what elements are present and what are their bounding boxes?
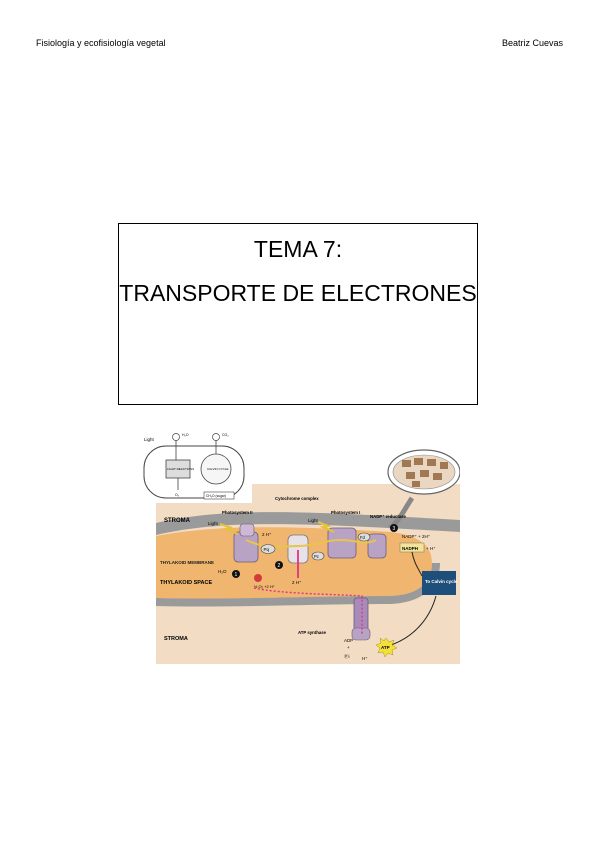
pi-label: Ⓟi <box>344 653 350 660</box>
step2-marker <box>275 561 283 569</box>
pq-carrier <box>260 544 276 554</box>
inset-co2-label: CO₂ <box>222 433 229 437</box>
light-bolt-ps1 <box>317 520 335 534</box>
inset-light-label: Light <box>144 437 155 442</box>
to-calvin-box <box>422 571 456 595</box>
nadph-arrow <box>411 551 423 577</box>
proton-gradient-line <box>253 587 363 634</box>
plus-label: + <box>347 645 350 650</box>
nadph-label: NADPH <box>402 546 418 551</box>
inset-sugar-label: CH₂O (sugar) <box>206 494 226 498</box>
header-left: Fisiología y ecofisiología vegetal <box>36 38 166 48</box>
photosystem1-label: Photosystem I <box>331 510 360 515</box>
light2-label: Light <box>308 518 319 523</box>
atp-synthase-label: ATP synthase <box>298 630 327 635</box>
membrane-top <box>156 512 460 535</box>
pq-label: Pq <box>264 547 270 552</box>
step3-marker <box>390 524 398 532</box>
cytochrome-label: Cytochrome complex <box>275 496 319 501</box>
fd-label: Fd <box>360 535 366 540</box>
atp-synthase <box>351 597 371 641</box>
atp-burst <box>375 637 398 658</box>
electron-transport-figure: Light H₂O CO₂ LIGHT REACTIONS CALVIN CYC… <box>142 428 460 664</box>
chloroplast-grana <box>402 458 448 487</box>
photosystem-ii <box>233 523 259 563</box>
atp-label: ATP <box>381 645 390 650</box>
pc-label: Pc <box>314 554 319 559</box>
stroma-top-label: STROMA <box>164 518 191 524</box>
o2-bubble <box>254 574 262 582</box>
inset-sugar-box <box>203 491 235 500</box>
thylakoid-space-label: THYLAKOID SPACE <box>160 580 212 586</box>
nadp-reductase <box>367 533 387 559</box>
to-calvin-label: To Calvin cycle <box>425 579 458 584</box>
thylakoid-membrane-label: THYLAKOID MEMBRANE <box>160 560 214 565</box>
title-line2: TRANSPORTE DE ELECTRONES <box>119 280 477 306</box>
step1-marker <box>232 570 240 578</box>
photosystem-i <box>327 527 357 559</box>
fd-carrier <box>357 532 371 542</box>
step3-label: 3 <box>393 526 396 532</box>
membrane-bottom <box>156 563 440 607</box>
step1-label: 1 <box>235 572 238 578</box>
adp-label: ADP <box>344 638 353 643</box>
h2o-split-label: H₂O <box>218 569 227 574</box>
header-right: Beatriz Cuevas <box>501 38 563 48</box>
pc-carrier <box>311 551 325 561</box>
plus-h-label: + H⁺ <box>426 546 436 551</box>
title-line1: TEMA 7: <box>253 236 343 262</box>
h-bottom-label: H⁺ <box>362 656 368 661</box>
inset-calvin-label: CALVIN CYCLE <box>207 467 228 471</box>
title-box: TEMA 7: TRANSPORTE DE ELECTRONES <box>118 223 478 405</box>
inset-co2-dot <box>212 433 220 441</box>
light1-label: Light <box>208 521 219 526</box>
inset-h2o-label: H₂O <box>182 433 189 437</box>
o2-split-label: ½ O₂ +2 H⁺ <box>254 584 275 589</box>
inset-h2o-dot <box>172 433 180 441</box>
step2-label: 2 <box>278 563 281 569</box>
atp-arrow <box>387 595 437 647</box>
h-mid-label: 2 H⁺ <box>292 580 302 585</box>
inset-o2-label: O₂ <box>175 493 180 497</box>
light-bolt-ps2 <box>219 522 239 536</box>
nadp-eq-label: NADP⁺ + 2H⁺ <box>402 534 431 539</box>
inset-light-reactions-label: LIGHT REACTIONS <box>167 467 194 471</box>
stroma-bottom-label: STROMA <box>164 636 188 642</box>
nadp-reductase-label: NADP⁺ reductase <box>370 514 407 519</box>
photosystem2-label: Photosystem II <box>222 510 253 515</box>
h-top-label: 2 H⁺ <box>262 532 272 537</box>
